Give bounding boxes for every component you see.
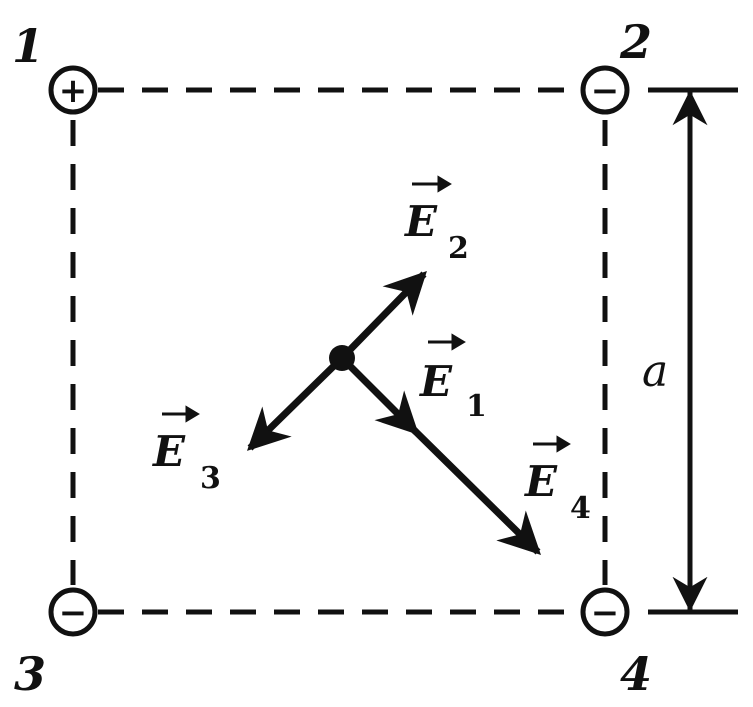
vector-e1-subscript: 1	[466, 389, 487, 424]
charge-4: −	[580, 587, 630, 637]
charge-2-sign: −	[591, 71, 620, 111]
vector-e1-label: E 1	[419, 333, 487, 424]
charge-2-number: 2	[619, 15, 652, 69]
charge-2-circle	[580, 65, 630, 115]
charge-4-sign: −	[591, 593, 620, 633]
vector-e3-subscript: 3	[200, 461, 221, 496]
vector-e3-label: E 3	[152, 405, 221, 496]
vector-e4-label: E 4	[524, 435, 591, 526]
charge-2: −	[580, 65, 630, 115]
vector-e1-arrow	[339, 355, 419, 435]
side-dimension	[648, 87, 738, 615]
field-point	[329, 345, 355, 371]
vector-e2-overarrow	[412, 175, 452, 193]
charge-3: −	[48, 587, 98, 637]
charge-4-circle	[580, 587, 630, 637]
vector-e4-subscript: 4	[570, 491, 591, 526]
vector-e3-letter: E	[152, 427, 186, 476]
vector-e3-overarrow	[162, 405, 200, 423]
charge-1-number: 1	[12, 19, 44, 73]
vector-e1-overarrow	[428, 333, 466, 351]
charge-1: +	[48, 65, 98, 115]
vector-e4-arrow	[409, 425, 541, 555]
square-outline	[70, 87, 608, 615]
side-label-backdrop	[638, 345, 678, 395]
charge-3-circle	[48, 587, 98, 637]
side-label: a	[642, 346, 668, 397]
charge-1-circle	[48, 65, 98, 115]
vector-e2-label: E 2	[404, 175, 469, 266]
charge-4-number: 4	[620, 647, 652, 701]
vector-e4-overarrow	[533, 435, 571, 453]
vector-e4-letter: E	[524, 457, 558, 506]
vector-e2-arrow	[339, 270, 427, 361]
charge-3-sign: −	[59, 593, 88, 633]
vector-e2-subscript: 2	[448, 231, 469, 266]
charge-3-number: 3	[14, 647, 46, 701]
vector-e1-letter: E	[419, 357, 453, 406]
vector-e2-letter: E	[404, 197, 438, 246]
field-vectors	[246, 270, 541, 555]
charge-1-sign: +	[59, 71, 88, 111]
vector-e3-arrow	[246, 355, 345, 451]
